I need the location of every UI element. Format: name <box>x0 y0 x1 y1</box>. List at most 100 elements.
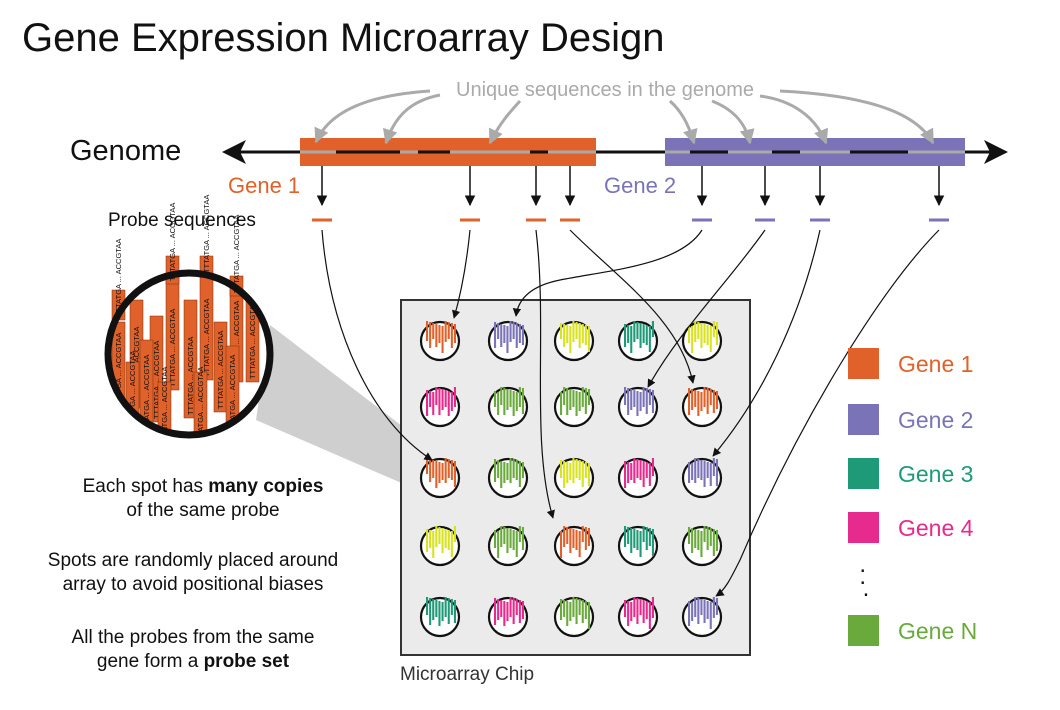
caption-line: Spots are randomly placed around <box>47 550 339 571</box>
unique-arrow <box>668 99 698 145</box>
probe-drops <box>312 166 949 222</box>
probe-strand-text: TTTATGA ... ACCGTAA <box>228 355 237 433</box>
probe-bristle <box>494 598 497 625</box>
probe-bristle <box>432 460 435 478</box>
probe-bristle <box>506 528 509 553</box>
probe-bristle <box>712 321 715 337</box>
probe-bristle <box>429 530 432 548</box>
chip-spot <box>487 386 529 428</box>
unique-arrow <box>711 99 755 145</box>
probe-strand-text: TTTATGA ... ACCGTAA <box>232 301 241 379</box>
probe-bristle <box>572 390 575 407</box>
probe-bristle <box>566 527 569 544</box>
probe-bristle <box>435 600 438 617</box>
probe-bristle <box>715 598 718 615</box>
probe-bristle <box>494 530 497 548</box>
probe-bristle <box>645 527 648 550</box>
probe-bristle <box>569 389 572 410</box>
probe-bristle <box>435 387 438 405</box>
probe-bristle <box>581 526 584 542</box>
genome-arrow-right <box>984 140 1008 164</box>
probe-bristle <box>630 602 633 621</box>
probe-bristle <box>453 461 456 487</box>
legend-ellipsis-dot: . <box>859 563 866 590</box>
chip-spot <box>681 525 723 567</box>
probe-bristle <box>444 321 447 342</box>
probe-bristle <box>624 324 627 347</box>
caption-bold: probe set <box>203 651 290 672</box>
chip-spot <box>487 320 529 362</box>
probe-bristle <box>639 323 642 348</box>
probe-bristle <box>518 600 521 623</box>
chip-spot <box>487 525 529 567</box>
probe-strand-body <box>157 381 172 435</box>
probe-bristle <box>569 326 572 353</box>
probe-bristle <box>426 321 429 341</box>
probe-bristle <box>691 463 694 480</box>
caption-line: All the probes from the same <box>71 627 315 648</box>
probe-bristle <box>453 600 456 623</box>
legend-label: Gene 2 <box>898 407 973 433</box>
caption-random-placement: Spots are randomly placed around array t… <box>8 549 378 597</box>
probe-strand-text: TTTATGA ... ACCGTAA <box>152 341 161 419</box>
probe-bristle <box>703 324 706 343</box>
unique-sequences-label: Unique sequences in the genome <box>456 79 754 101</box>
chip-spot <box>487 596 529 638</box>
probe-bristle <box>709 326 712 352</box>
probe-bristle <box>587 528 590 546</box>
probe-bristle <box>630 326 633 353</box>
probe-bristle <box>500 461 503 488</box>
probe-bristle <box>697 598 700 624</box>
probe-bristle <box>429 322 432 348</box>
probe-strand-body <box>139 339 154 435</box>
probe-bristle <box>515 531 518 557</box>
probe-bristle <box>447 459 450 478</box>
probe-bristle <box>450 460 453 480</box>
probe-bristle <box>509 597 512 617</box>
legend-ellipsis-dot: . <box>859 551 866 578</box>
probe-bristle <box>438 462 441 483</box>
probe-bristle <box>587 326 590 352</box>
probe-bristle <box>648 389 651 405</box>
caption-line: array to avoid positional biases <box>62 574 324 595</box>
probe-bristle <box>506 326 509 353</box>
chip-spot <box>681 386 723 428</box>
probe-bristle <box>435 526 438 547</box>
probe-bristle <box>642 600 645 623</box>
probe-bristle <box>636 391 639 416</box>
probe-bristle <box>706 388 709 414</box>
probe-bristle <box>447 391 450 416</box>
connection-curve <box>712 229 821 457</box>
probe-bristle <box>715 530 718 551</box>
zoom-circle <box>104 269 274 439</box>
probe-bristle <box>521 527 524 550</box>
caption-text: Each spot has <box>82 476 209 497</box>
probe-bristle <box>509 321 512 342</box>
probe-bristle <box>700 392 703 411</box>
probe-bristle <box>521 388 524 414</box>
chip-spot <box>419 457 461 499</box>
probe-bristle <box>624 526 627 547</box>
probe-bristle <box>500 324 503 347</box>
probe-bristle <box>426 390 429 416</box>
probe-bristle <box>441 463 444 480</box>
probe-bristle <box>712 458 715 476</box>
legend-label: Gene N <box>898 618 977 644</box>
chip-spots <box>419 320 723 638</box>
probe-bristle <box>575 530 578 550</box>
probe-bristle <box>438 527 441 544</box>
probe-bristle <box>624 600 627 617</box>
probe-bristle <box>563 461 566 488</box>
connection-curve <box>321 229 433 461</box>
probe-bristle <box>521 601 524 619</box>
probe-bristle <box>497 531 500 558</box>
probe-bristle <box>426 458 429 474</box>
probe-bristle <box>633 321 636 342</box>
probe-bristle <box>712 529 715 556</box>
probe-bristle <box>694 321 697 342</box>
unique-arrow <box>383 93 441 145</box>
chip-spot <box>419 525 461 567</box>
probe-bristle <box>587 463 590 486</box>
probe-bristle <box>432 531 435 558</box>
chip-spot <box>487 457 529 499</box>
